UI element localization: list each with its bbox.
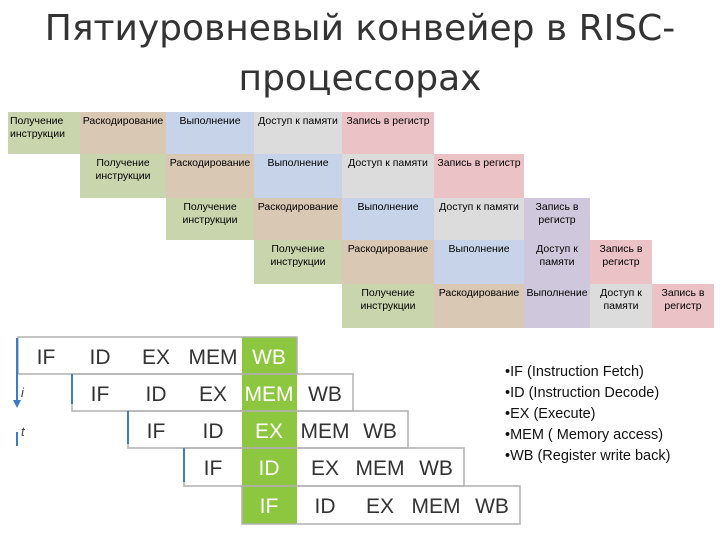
stage-fetch: Получение инструкции <box>80 154 166 198</box>
stage-decode: Раскодирование <box>254 198 342 240</box>
stage-decode: Раскодирование <box>342 240 434 284</box>
legend-item: •EX (Execute) <box>505 406 596 422</box>
label-if: IF <box>91 383 110 406</box>
label-id: ID <box>315 495 336 518</box>
legend-item: •IF (Instruction Fetch) <box>505 364 644 380</box>
stage-writeback: Запись в регистр <box>590 240 652 284</box>
stage-writeback: Запись в регистр <box>524 198 590 240</box>
label-mem: MEM <box>412 495 461 518</box>
legend-item: •WB (Register write back) <box>505 448 671 464</box>
label-mem: MEM <box>189 346 238 369</box>
label-ex: EX <box>142 346 170 369</box>
label-wb: WB <box>308 383 342 406</box>
stage-memory: Доступ к памяти <box>342 154 434 198</box>
label-wb: WB <box>419 457 453 480</box>
label-id: ID <box>90 346 111 369</box>
pipeline-row-4 <box>183 447 465 487</box>
stage-decode: Раскодирование <box>166 154 254 198</box>
stage-fetch: Получение инструкции <box>254 240 342 284</box>
stage-fetch: Получение инструкции <box>342 284 434 328</box>
stage-memory: Доступ к памяти <box>254 112 342 154</box>
stage-fetch: Получение инструкции <box>8 112 80 154</box>
label-if: IF <box>37 346 56 369</box>
label-id: ID <box>146 383 167 406</box>
stage-legend: •IF (Instruction Fetch) •ID (Instruction… <box>505 362 715 467</box>
label-id: ID <box>203 420 224 443</box>
stage-decode: Раскодирование <box>80 112 166 154</box>
label-id: ID <box>259 457 280 480</box>
stage-execute: Выполнение <box>254 154 342 198</box>
label-mem: MEM <box>356 457 405 480</box>
label-wb: WB <box>363 420 397 443</box>
pipeline-row-1 <box>17 336 298 375</box>
stage-execute: Выполнение <box>434 240 524 284</box>
legend-item: •MEM ( Memory access) <box>505 427 664 443</box>
label-ex: EX <box>199 383 227 406</box>
arrow-down-icon <box>13 400 21 408</box>
stage-execute: Выполнение <box>524 284 590 328</box>
stage-execute: Выполнение <box>166 112 254 154</box>
label-ex: EX <box>311 457 339 480</box>
label-ex: EX <box>366 495 394 518</box>
stage-memory: Доступ к памяти <box>524 240 590 284</box>
stage-decode: Раскодирование <box>434 284 524 328</box>
stage-writeback: Запись в регистр <box>434 154 524 198</box>
label-ex: EX <box>255 420 283 443</box>
pipeline-row-2 <box>71 373 354 412</box>
highlight-column <box>242 337 297 524</box>
label-wb: WB <box>475 495 509 518</box>
label-if: IF <box>260 495 279 518</box>
page-title: Пятиуровневый конвейер в RISC-процессора… <box>44 8 676 99</box>
axis-i-label: i <box>21 385 25 400</box>
label-if: IF <box>204 457 223 480</box>
label-mem: MEM <box>301 420 350 443</box>
stage-writeback: Запись в регистр <box>342 112 434 154</box>
pipeline-labels: IF ID EX MEM WB IF ID EX MEM WB IF ID EX… <box>37 346 509 518</box>
stage-fetch: Получение инструкции <box>166 198 254 240</box>
label-if: IF <box>147 420 166 443</box>
label-wb: WB <box>252 346 286 369</box>
label-mem: MEM <box>245 383 294 406</box>
legend-item: •ID (Instruction Decode) <box>505 385 660 401</box>
axis-markers <box>16 338 185 482</box>
pipeline-row-3 <box>127 410 409 449</box>
pipeline-row-5 <box>241 485 521 525</box>
axis-t-label: t <box>21 424 26 439</box>
stage-memory: Доступ к памяти <box>434 198 524 240</box>
pipeline-rows <box>17 336 521 525</box>
stage-writeback: Запись в регистр <box>652 284 714 328</box>
stage-execute: Выполнение <box>342 198 434 240</box>
stage-memory: Доступ к памяти <box>590 284 652 328</box>
